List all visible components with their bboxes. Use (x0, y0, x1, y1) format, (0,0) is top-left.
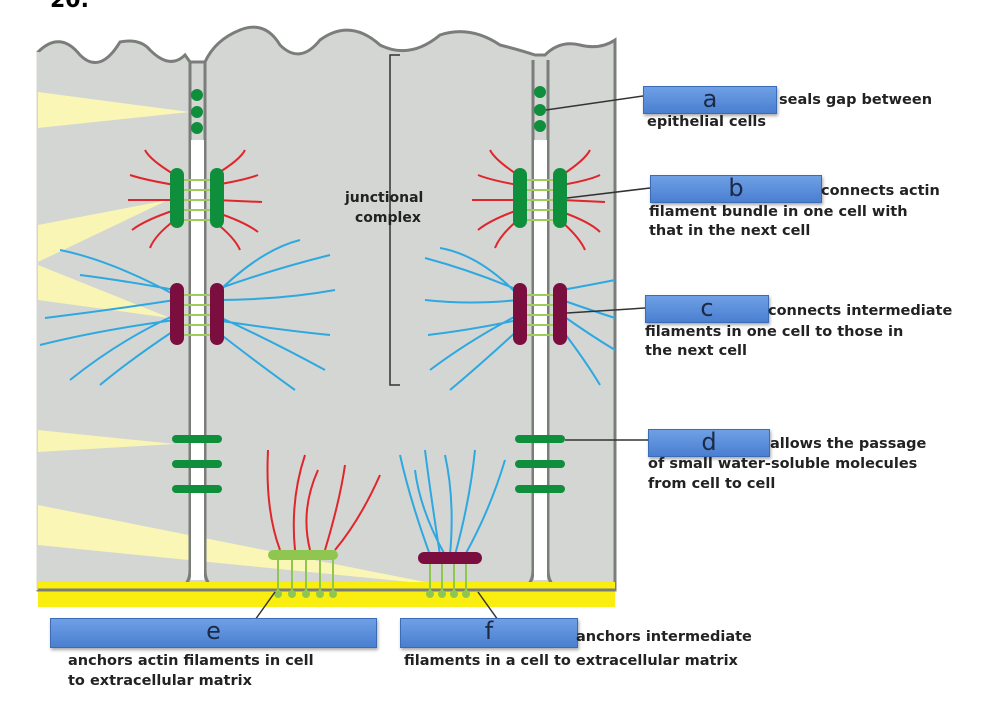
adherens-left (128, 149, 263, 251)
bracket-label-line2: complex (355, 210, 421, 226)
label-d-line1: allows the passage (770, 436, 927, 452)
label-f-line1: anchors intermediate (576, 629, 752, 645)
label-b-line1: connects actin (821, 183, 940, 199)
answer-box-c[interactable]: c (645, 295, 769, 323)
question-number: 20. (50, 0, 89, 13)
answer-box-b[interactable]: b (650, 175, 822, 203)
label-b-line2: filament bundle in one cell with (649, 204, 908, 220)
label-c-line2: filaments in one cell to those in (645, 324, 904, 340)
label-d-line2: of small water-soluble molecules (648, 456, 918, 472)
extracellular-matrix (38, 582, 615, 607)
actin-linked-cell-matrix-junction (266, 449, 381, 598)
answer-box-d[interactable]: d (648, 429, 770, 457)
label-e-line1: anchors actin filaments in cell (68, 653, 314, 669)
tight-junction-right (534, 86, 546, 132)
bracket-label: junctional complex (345, 188, 423, 228)
label-c-line1: connects intermediate (768, 303, 953, 319)
leader-lines (254, 95, 651, 621)
label-a-line2: epithelial cells (647, 114, 767, 130)
adherens-right (472, 149, 606, 251)
answer-box-e[interactable]: e (50, 618, 377, 648)
hemidesmosome (399, 449, 506, 598)
label-f-line2: filaments in a cell to extracellular mat… (404, 653, 738, 669)
desmosome-right (424, 247, 616, 391)
label-c-line3: the next cell (645, 343, 747, 359)
answer-box-f[interactable]: f (400, 618, 578, 648)
label-b-line3: that in the next cell (649, 223, 811, 239)
bracket-label-line1: junctional (345, 190, 424, 206)
label-e-line2: to extracellular matrix (68, 673, 252, 689)
gap-junction-left (172, 435, 222, 493)
label-a-line1: seals gap between (779, 92, 933, 108)
junctional-complex-bracket (389, 54, 400, 386)
tight-junction-left (191, 89, 203, 134)
answer-box-a[interactable]: a (643, 86, 777, 114)
desmosome-left (39, 239, 336, 391)
label-d-line3: from cell to cell (648, 476, 776, 492)
gap-junction-right (515, 435, 565, 493)
epithelial-cells (36, 25, 617, 592)
